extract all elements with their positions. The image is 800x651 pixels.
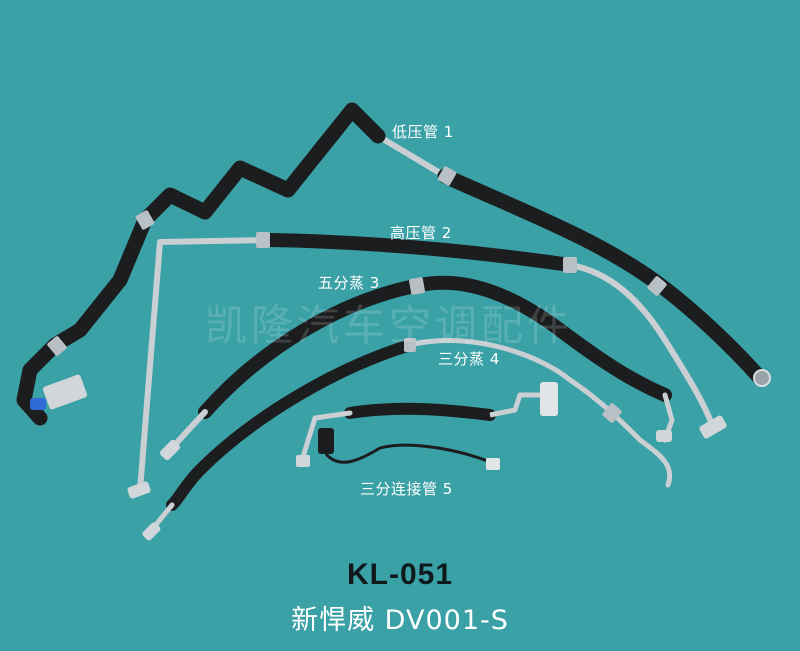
pipe-3-label: 五分蒸 3 (318, 274, 380, 292)
pipe-2-high-pressure (127, 232, 727, 499)
pipe-4-label: 三分蒸 4 (438, 350, 500, 368)
pipe-5-connecting (296, 382, 558, 470)
product-subtitle: 新悍威 DV001-S (291, 605, 509, 636)
product-model: KL-051 (346, 558, 454, 591)
pipe-3-evaporator (159, 275, 675, 461)
pipe-2-label: 高压管 2 (390, 224, 452, 242)
watermark-text: 凯隆汽车空调配件 (205, 301, 574, 350)
pipe-4-evaporator (142, 337, 673, 541)
pipe-1-low-pressure (16, 102, 771, 426)
pipe-5-label: 三分连接管 5 (360, 480, 453, 498)
pipe-1-label: 低压管 1 (392, 123, 454, 141)
